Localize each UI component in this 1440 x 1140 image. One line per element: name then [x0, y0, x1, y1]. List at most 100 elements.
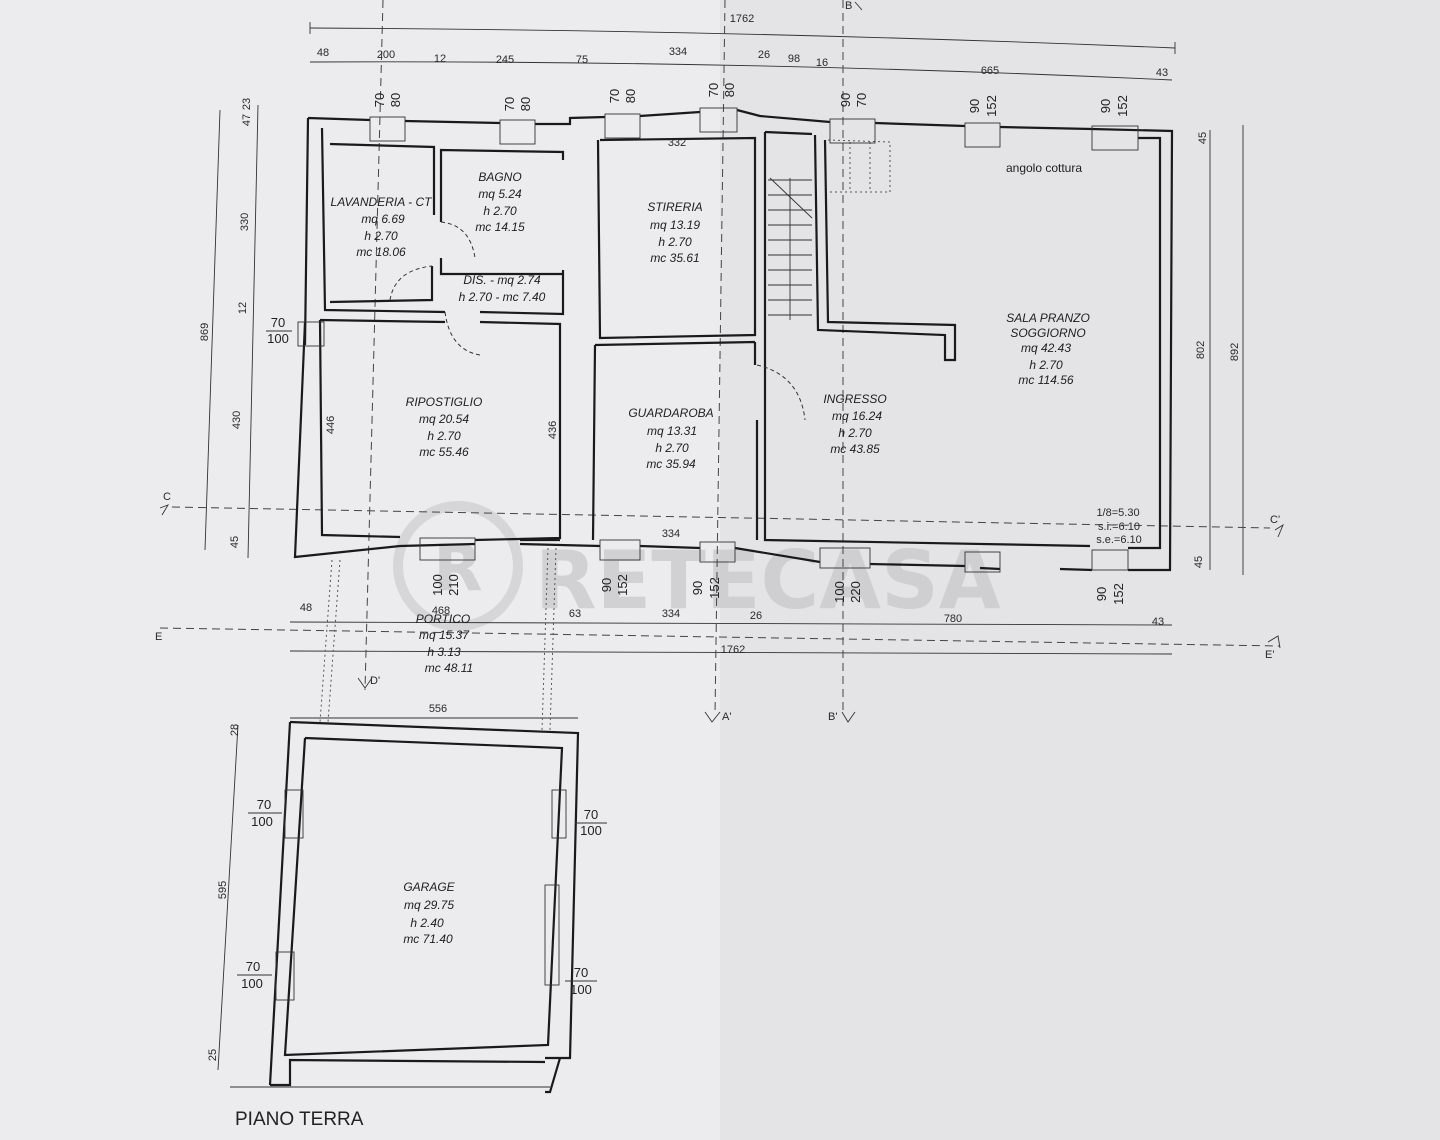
window-bottom-2-w: 90: [599, 578, 614, 592]
section-markers: B C C' E E' D' A' B': [155, 0, 1284, 723]
ingresso-mq: mq 16.24: [832, 409, 882, 423]
garage-top-dim: 28: [229, 724, 241, 736]
top-dim-665: 665: [981, 65, 999, 77]
room-ripostiglio: RIPOSTIGLIO mq 20.54 h 2.70 mc 55.46: [406, 395, 483, 459]
portico-name: PORTICO: [416, 612, 470, 626]
window-top-7-w: 90: [1098, 99, 1113, 113]
room-garage: GARAGE mq 29.75 h 2.40 mc 71.40: [403, 880, 455, 946]
garage-name: GARAGE: [403, 880, 455, 894]
window-bottom-4-h: 220: [848, 581, 863, 603]
garage-width-dim: 556: [429, 703, 447, 715]
garage-h: h 2.40: [410, 916, 444, 930]
top-dim-98: 98: [788, 53, 800, 65]
section-e-right: E': [1265, 649, 1274, 661]
room-guardaroba: GUARDAROBA mq 13.31 h 2.70 mc 35.94: [628, 406, 713, 471]
stireria-h: h 2.70: [658, 235, 692, 249]
room-lavanderia: LAVANDERIA - CT mq 6.69 h 2.70 mc 18.06: [331, 195, 434, 259]
window-labels: 70 80 70 80 70 80 70 80 90 70 90 152 90 …: [237, 83, 1130, 997]
top-dim-245: 245: [496, 54, 514, 66]
dis-line1: DIS. - mq 2.74: [463, 273, 541, 287]
window-top-5-h: 70: [854, 93, 869, 107]
section-d-bottom: D': [370, 675, 380, 687]
portico-columns: [319, 547, 557, 731]
top-dim-200: 200: [377, 49, 395, 61]
main-building: [293, 107, 1174, 573]
section-b-bottom: B': [828, 711, 837, 723]
left-dim-45: 45: [229, 536, 241, 548]
ripostiglio-right-dim: 436: [547, 421, 559, 439]
top-dim-48: 48: [317, 47, 329, 59]
stairs: [768, 177, 813, 320]
window-bottom-3-h: 152: [707, 577, 722, 599]
window-frames: [297, 107, 1139, 573]
right-dim-802: 802: [1195, 341, 1207, 359]
garage-height-dim: 595: [217, 881, 229, 899]
window-bottom-4-w: 100: [832, 581, 847, 603]
level-notes: 1/8=5.30 s.i.=6.10 s.e.=6.10: [1096, 507, 1142, 546]
ripostiglio-name: RIPOSTIGLIO: [406, 395, 483, 409]
lavanderia-mc: mc 18.06: [356, 245, 406, 259]
bagno-name: BAGNO: [478, 170, 521, 184]
section-e-left: E: [155, 631, 162, 643]
left-dim-23: 23: [241, 98, 253, 110]
guardaroba-h: h 2.70: [655, 441, 689, 455]
guardaroba-name: GUARDAROBA: [628, 406, 713, 420]
top-dim-12: 12: [434, 53, 446, 65]
left-dim-330: 330: [239, 213, 251, 231]
portico-h: h 3.13: [427, 645, 461, 659]
window-bottom-3-w: 90: [690, 581, 705, 595]
top-dim-43: 43: [1156, 67, 1168, 79]
top-dim-75: 75: [576, 54, 588, 66]
stireria-mc: mc 35.61: [650, 251, 699, 265]
garage-window-4-h: 100: [570, 982, 592, 997]
level-3: s.e.=6.10: [1096, 534, 1142, 546]
bottom-dim-468: 468: [432, 605, 450, 617]
window-bottom-5-h: 152: [1111, 583, 1126, 605]
internal-dimensions: 332 446 436 334: [325, 137, 686, 540]
garage-mq: mq 29.75: [404, 898, 454, 912]
stireria-mq: mq 13.19: [650, 218, 700, 232]
window-top-6-h: 152: [984, 95, 999, 117]
stireria-top-dim: 332: [668, 137, 686, 149]
sala-name2: SOGGIORNO: [1010, 326, 1085, 340]
guardaroba-mq: mq 13.31: [647, 424, 697, 438]
top-total-dim: 1762: [730, 13, 754, 25]
level-2: s.i.=6.10: [1098, 521, 1140, 533]
watermark: R RETECASA: [393, 501, 1001, 631]
ripostiglio-mq: mq 20.54: [419, 412, 469, 426]
dis-line2: h 2.70 - mc 7.40: [459, 290, 546, 304]
window-top-4-w: 70: [706, 83, 721, 97]
garage-mc: mc 71.40: [403, 932, 453, 946]
watermark-text: RETECASA: [535, 534, 1001, 627]
window-top-3-h: 80: [623, 89, 638, 103]
bottom-dim-63: 63: [569, 608, 581, 620]
room-portico: PORTICO mq 15.37 h 3.13 mc 48.11: [416, 612, 473, 675]
room-ingresso: INGRESSO mq 16.24 h 2.70 mc 43.85: [823, 392, 886, 456]
bottom-dim-334: 334: [662, 608, 680, 620]
left-dim-869: 869: [199, 323, 211, 341]
bagno-mc: mc 14.15: [475, 220, 525, 234]
ripostiglio-mc: mc 55.46: [419, 445, 469, 459]
right-dimensions: 45 802 892 45: [1193, 132, 1241, 568]
section-c-right: C': [1270, 514, 1280, 526]
dim-lines: [204, 22, 1244, 1088]
guardaroba-mc: mc 35.94: [646, 457, 696, 471]
page-title: PIANO TERRA: [235, 1109, 364, 1130]
left-dimensions: 47 23 330 12 869 430 45: [199, 98, 253, 548]
ripostiglio-left-dim: 446: [325, 416, 337, 434]
right-dim-45-bottom: 45: [1193, 556, 1205, 568]
window-top-5-w: 90: [838, 93, 853, 107]
paper-left: [0, 0, 720, 1140]
garage-window-1-w: 70: [257, 797, 271, 812]
window-left-h: 100: [267, 331, 289, 346]
garage-window-1-h: 100: [251, 814, 273, 829]
left-dim-12: 12: [237, 302, 249, 314]
bottom-total-dim: 1762: [721, 644, 745, 656]
sala-mc: mc 114.56: [1018, 373, 1073, 387]
garage-window-3-w: 70: [246, 959, 260, 974]
window-top-7-h: 152: [1115, 95, 1130, 117]
angolo-cottura-label: angolo cottura: [1006, 161, 1082, 175]
bottom-dim-780: 780: [944, 613, 962, 625]
garage-window-2-h: 100: [580, 823, 602, 838]
